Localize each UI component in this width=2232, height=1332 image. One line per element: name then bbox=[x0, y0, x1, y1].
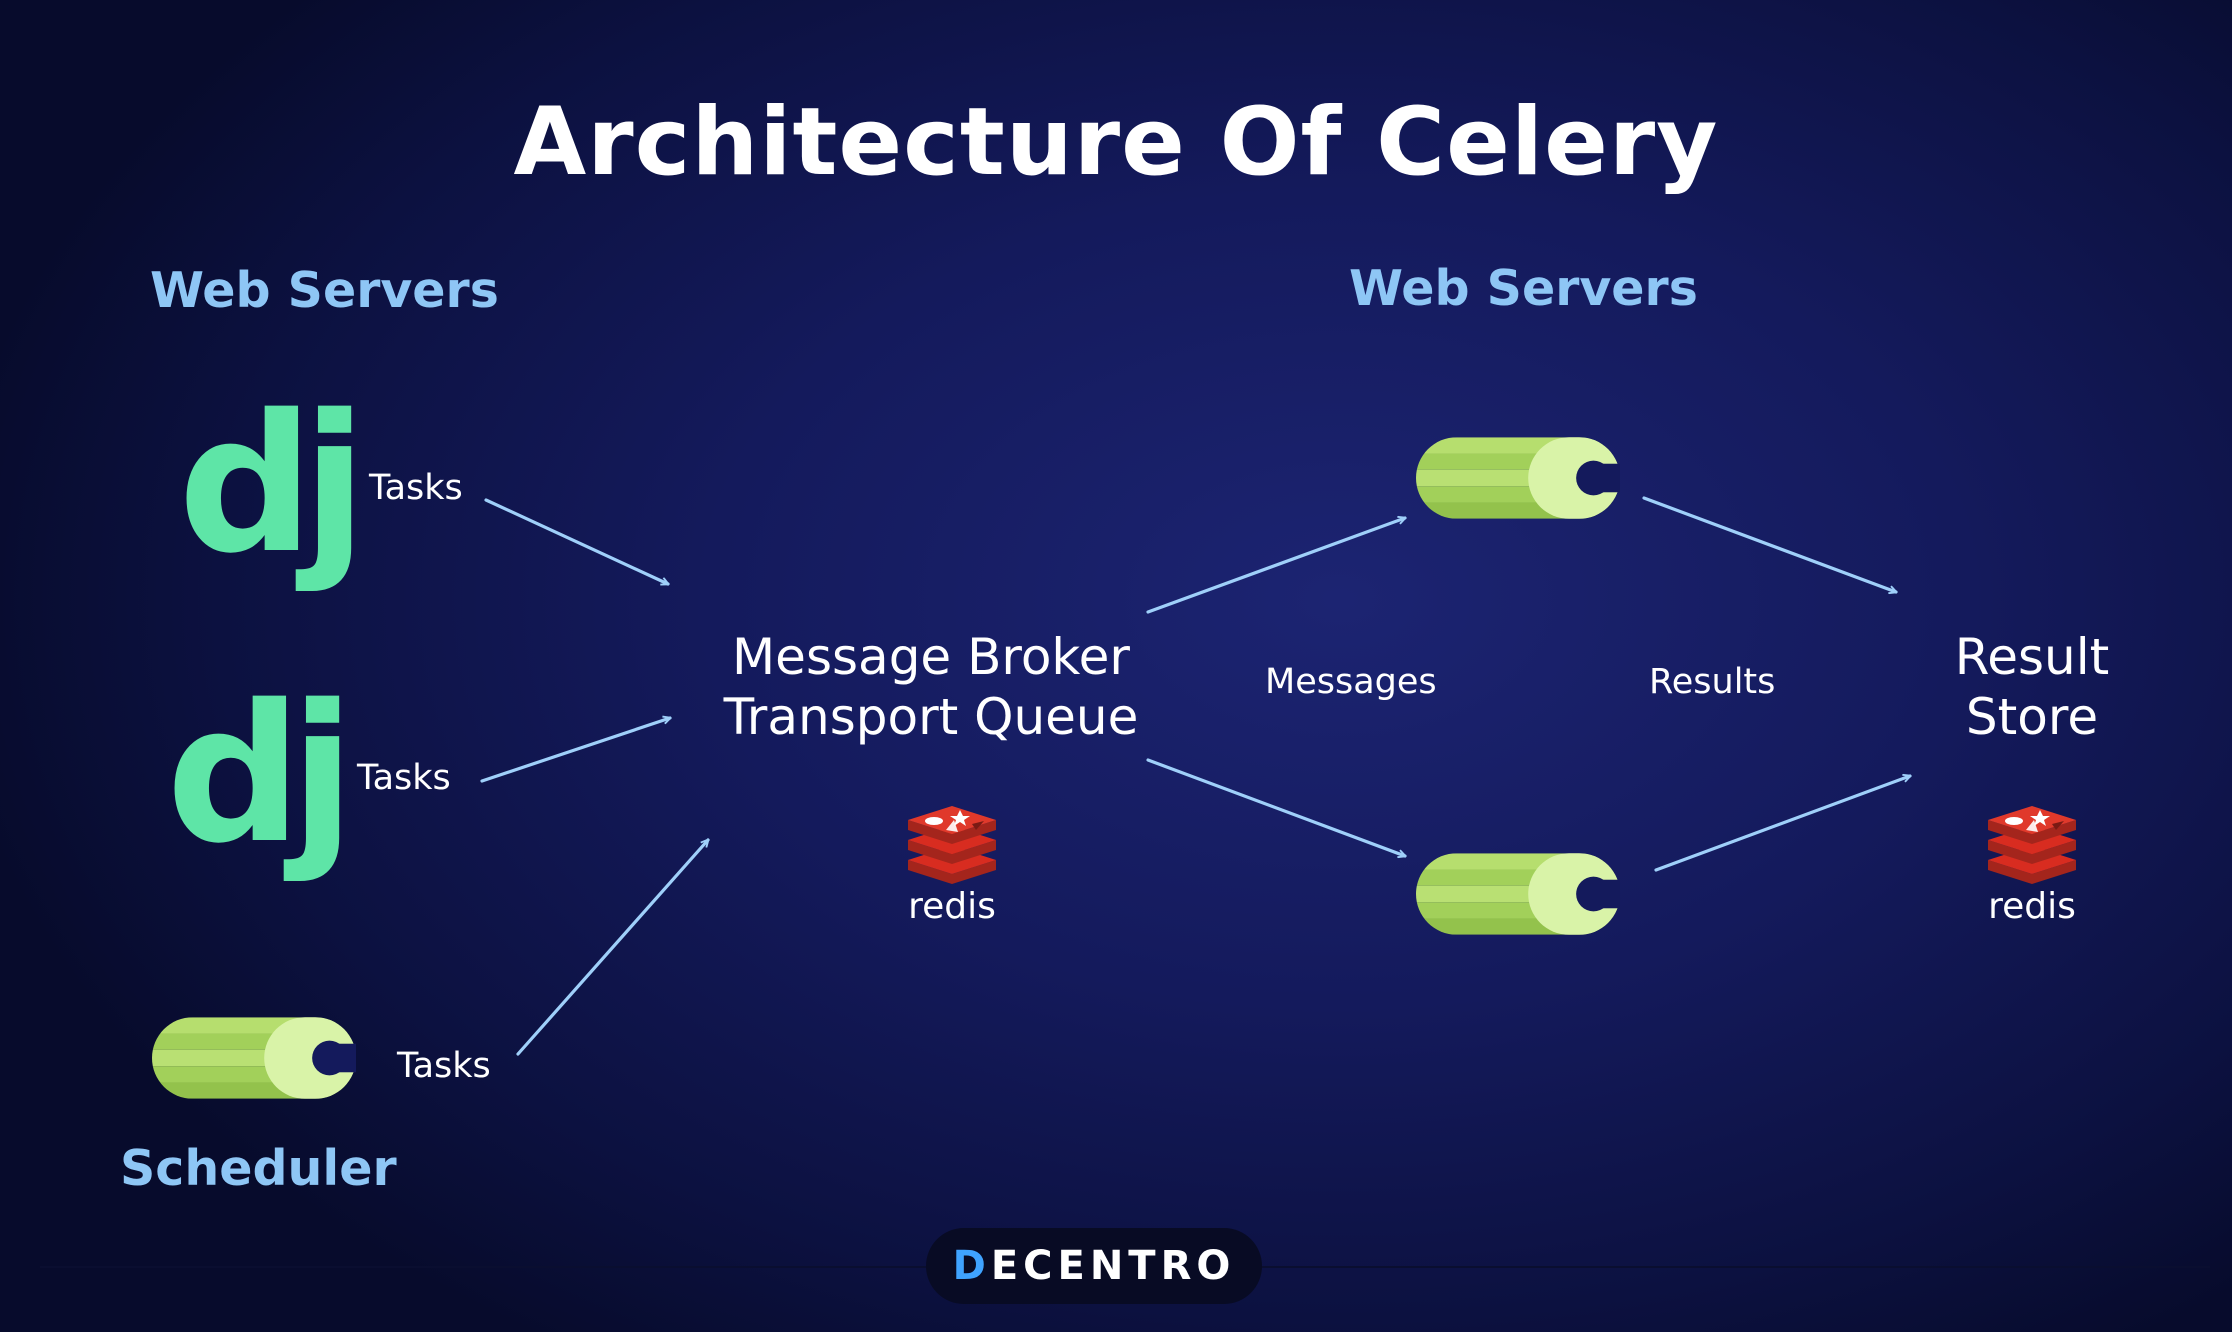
message-broker-node: Message Broker Transport Queue bbox=[680, 627, 1182, 747]
brand-name: ECENTRO bbox=[990, 1243, 1236, 1289]
broker-redis-label: redis bbox=[908, 886, 996, 927]
django-logo-icon: dj bbox=[178, 374, 367, 595]
edge-task-2 bbox=[480, 718, 670, 783]
result-store-line2: Store bbox=[1965, 688, 2099, 746]
edge-result-1 bbox=[1642, 496, 1896, 592]
diagram-title: Architecture Of Celery bbox=[513, 88, 1719, 197]
result-store-node: Result Store bbox=[1891, 627, 2173, 747]
result-store-line1: Result bbox=[1954, 628, 2110, 686]
messages-label: Messages bbox=[1265, 662, 1437, 702]
edge-task-3 bbox=[516, 840, 708, 1056]
web-servers-heading-right: Web Servers bbox=[1349, 260, 1698, 317]
edge-message-1 bbox=[1146, 518, 1405, 614]
tasks-label: Tasks bbox=[397, 1046, 491, 1086]
tasks-label: Tasks bbox=[369, 468, 463, 508]
brand-logo: DECENTRO bbox=[953, 1243, 1236, 1289]
edge-result-2 bbox=[1654, 776, 1910, 872]
tasks-label: Tasks bbox=[357, 758, 451, 798]
brand-mark: D bbox=[952, 1243, 991, 1289]
edge-task-1 bbox=[484, 498, 668, 586]
scheduler-heading: Scheduler bbox=[120, 1140, 397, 1197]
edge-message-2 bbox=[1146, 758, 1405, 856]
results-label: Results bbox=[1649, 662, 1776, 702]
message-broker-line1: Message Broker bbox=[732, 628, 1130, 686]
brand-badge: DECENTRO bbox=[926, 1228, 1262, 1304]
result-redis-label: redis bbox=[1988, 886, 2076, 927]
django-logo-icon: dj bbox=[166, 664, 355, 885]
message-broker-line2: Transport Queue bbox=[723, 688, 1139, 746]
web-servers-heading-left: Web Servers bbox=[150, 262, 499, 319]
